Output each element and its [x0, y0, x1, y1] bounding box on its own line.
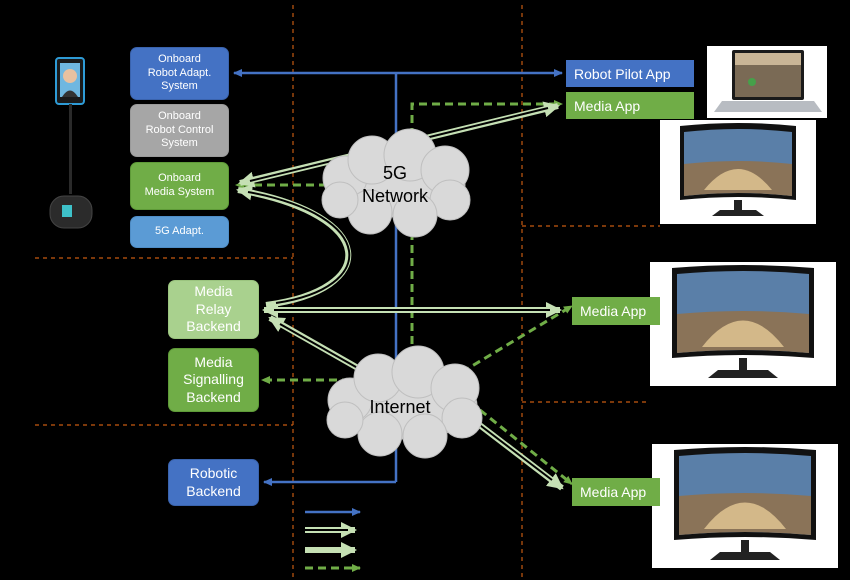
media-app-box-bottom: Media App — [572, 478, 660, 506]
media-relay-backend-box: Media Relay Backend — [168, 280, 259, 339]
onboard-media-system-box: Onboard Media System — [130, 162, 229, 210]
internet-label: Internet — [369, 397, 431, 417]
monitor-icon — [652, 444, 838, 568]
telepresence-robot-icon — [49, 57, 93, 229]
cloud-internet — [326, 345, 483, 459]
divider-lines — [35, 5, 660, 580]
onboard-robot-adapt-box: Onboard Robot Adapt. System — [130, 47, 229, 100]
onboard-robot-control-box: Onboard Robot Control System — [130, 104, 229, 157]
media-app-box-middle: Media App — [572, 297, 660, 325]
5g-adapt-box: 5G Adapt. — [130, 216, 229, 248]
monitor-icon — [660, 120, 816, 224]
robotic-backend-box: Robotic Backend — [168, 459, 259, 506]
laptop-icon — [707, 46, 827, 118]
5g-network-label: 5G Network — [361, 163, 428, 206]
monitor-icon — [650, 262, 836, 386]
media-signalling-backend-box: Media Signalling Backend — [168, 348, 259, 412]
cloud-5g-network — [321, 128, 471, 238]
robot-pilot-app-box: Robot Pilot App — [566, 60, 694, 87]
legend — [305, 508, 361, 572]
media-app-box-top: Media App — [566, 92, 694, 119]
